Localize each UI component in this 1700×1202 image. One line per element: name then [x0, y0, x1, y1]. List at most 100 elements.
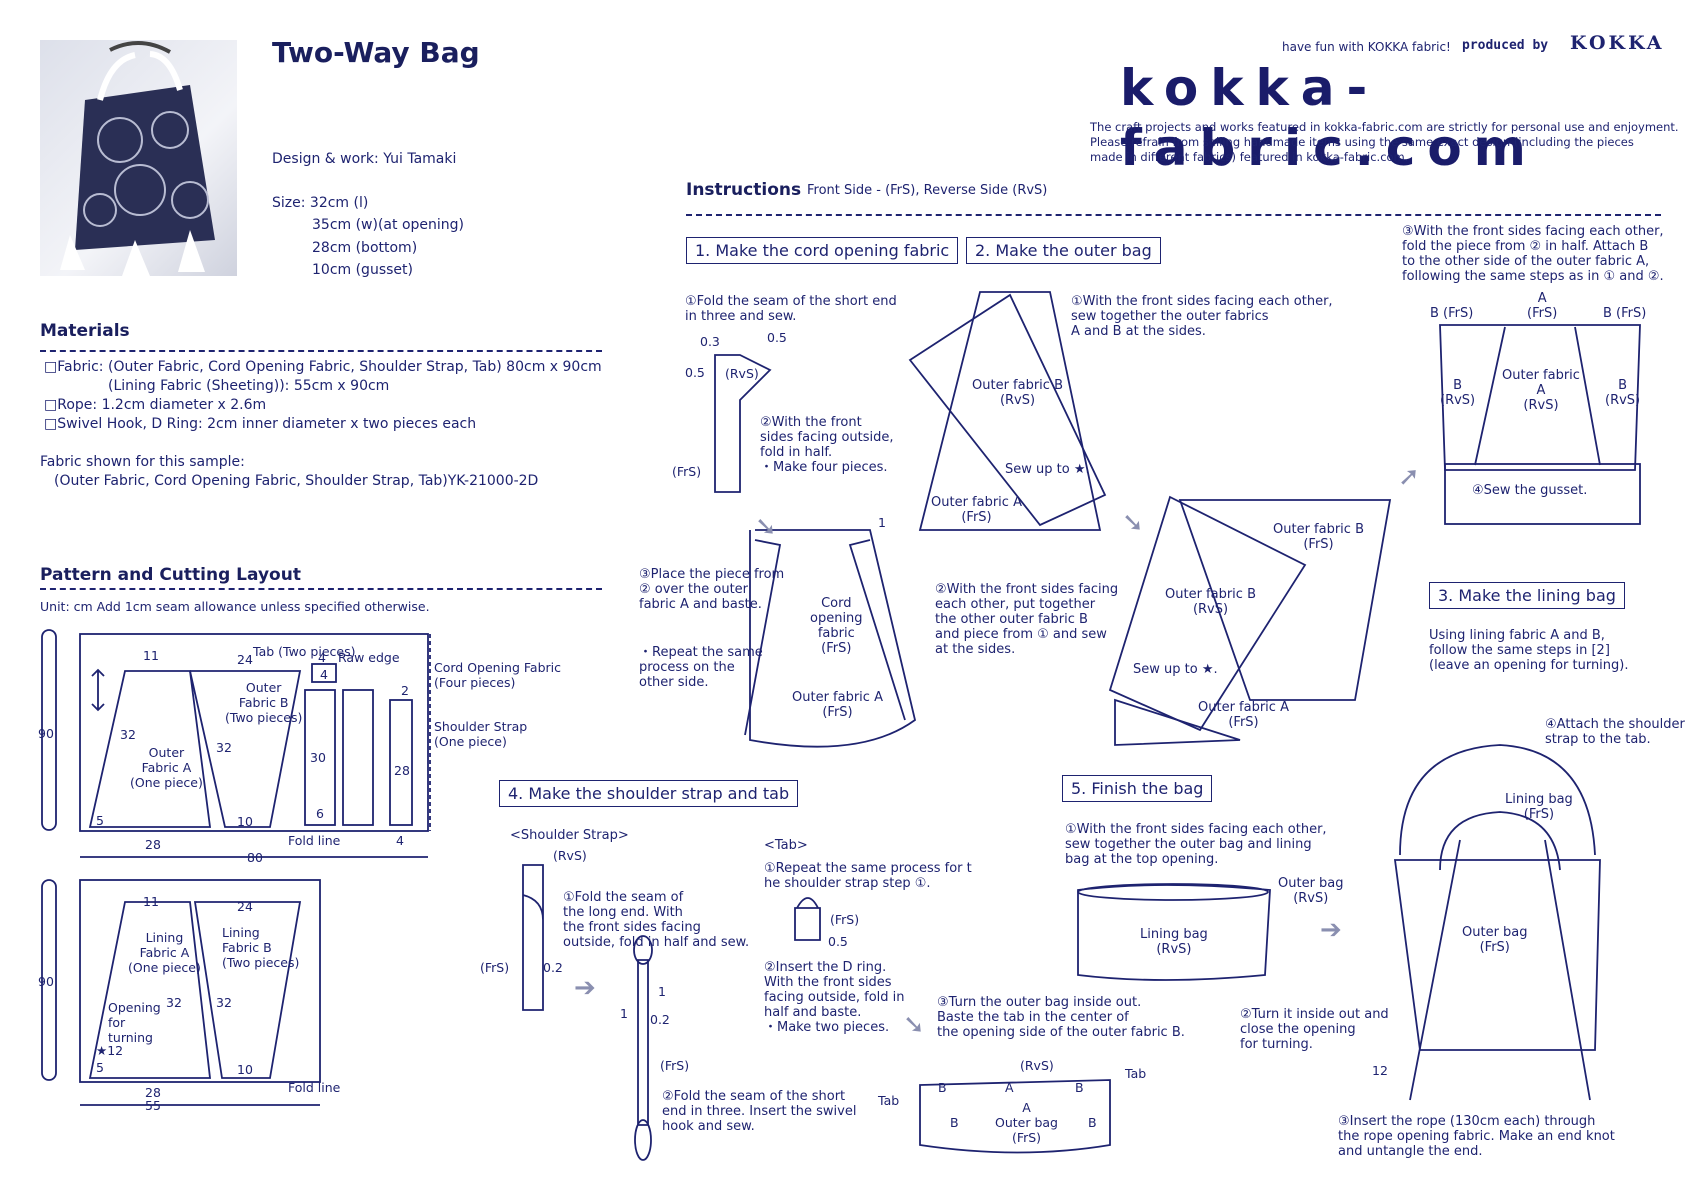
material-item: (Lining Fabric (Sheeting)): 55cm x 90cm	[108, 378, 390, 394]
fold-line-label: Fold line	[288, 1080, 341, 1095]
piece-label: Lining Fabric B (Two pieces)	[222, 925, 300, 970]
brand-name: KOKKA	[1570, 32, 1665, 54]
dim-label: 32	[120, 727, 136, 742]
dim-label: 32	[166, 995, 182, 1010]
step-text: ③Place the piece from ② over the outer f…	[639, 567, 785, 612]
dim-label: 24	[237, 652, 253, 667]
divider	[40, 588, 602, 590]
step-text: ③Turn the outer bag inside out. Baste th…	[937, 995, 1185, 1040]
piece-label: B (FrS)	[1603, 306, 1647, 321]
disclaimer: The craft projects and works featured in…	[1090, 120, 1679, 164]
step-text: ①Repeat the same process for t he should…	[764, 861, 972, 891]
divider	[686, 214, 1661, 216]
arrow-icon: ➘	[755, 512, 777, 542]
instructions-legend: Front Side - (FrS), Reverse Side (RvS)	[807, 183, 1048, 198]
step-text: ②With the front sides facing each other,…	[935, 582, 1119, 657]
step-text: ②Turn it inside out and close the openin…	[1240, 1007, 1389, 1052]
dim-label: 32	[216, 740, 232, 755]
piece-label: B	[1088, 1115, 1097, 1130]
site-logo[interactable]: kokka-fabric.com	[1120, 59, 1538, 177]
piece-label: Outer fabric A (FrS)	[792, 690, 883, 720]
dim-label: 10	[237, 1062, 253, 1077]
piece-label: Outer fabric A (RvS)	[1502, 368, 1580, 413]
piece-label: Raw edge	[338, 650, 400, 665]
step-text: ①Fold the seam of the long end. With the…	[563, 890, 750, 950]
step4-title: 4. Make the shoulder strap and tab	[499, 780, 799, 807]
piece-label: Outer Fabric A (One piece)	[130, 745, 203, 790]
pattern-heading: Pattern and Cutting Layout	[40, 565, 301, 585]
arrow-icon: ➔	[1320, 915, 1342, 945]
divider	[40, 350, 602, 352]
dim-label: 2	[401, 683, 409, 698]
side-label: (FrS)	[830, 912, 860, 927]
bag-illustration	[60, 40, 215, 276]
piece-label: Outer fabric B (RvS)	[1165, 587, 1256, 617]
step-text: ①With the front sides facing each other,…	[1065, 822, 1327, 867]
subheading: <Tab>	[764, 838, 808, 853]
dim-label: 28	[145, 837, 161, 852]
dim-label: 10	[237, 814, 253, 829]
dim-label: 1	[620, 1006, 628, 1021]
step-text: ③With the front sides facing each other,…	[1402, 224, 1664, 284]
page-title: Two-Way Bag	[272, 36, 480, 69]
piece-label: Outer Fabric B (Two pieces)	[225, 680, 303, 725]
step-text: Using lining fabric A and B, follow the …	[1429, 628, 1629, 673]
step-text: ・Repeat the same process on the other si…	[639, 645, 763, 690]
step-text: ③Insert the rope (130cm each) through th…	[1338, 1114, 1615, 1159]
dim-label: 0.2	[650, 1012, 670, 1027]
dim-label: 1	[658, 984, 666, 999]
step-text: ①With the front sides facing each other,…	[1071, 294, 1333, 339]
piece-label: Outer fabric A (FrS)	[1198, 700, 1289, 730]
piece-label: B	[938, 1080, 947, 1095]
piece-label: Lining Fabric A (One piece)	[128, 930, 201, 975]
piece-label: Cord Opening Fabric (Four pieces)	[434, 660, 562, 690]
piece-label: Shoulder Strap (One piece)	[434, 719, 528, 749]
step3-title: 3. Make the lining bag	[1429, 582, 1625, 609]
sample-value: (Outer Fabric, Cord Opening Fabric, Shou…	[54, 473, 539, 489]
material-item: □Rope: 1.2cm diameter x 2.6m	[44, 397, 267, 413]
dim-label: 6	[316, 806, 324, 821]
arrow-icon: ➘	[903, 1010, 925, 1040]
side-label: (FrS)	[660, 1058, 690, 1073]
tagline: have fun with KOKKA fabric!	[1282, 40, 1451, 54]
step5-title: 5. Finish the bag	[1062, 775, 1213, 802]
dim-label: 0.5	[828, 934, 848, 949]
step-text: ②With the front sides facing outside, fo…	[760, 415, 894, 475]
dim-label: 24	[237, 899, 253, 914]
dim-label: 4	[320, 667, 328, 682]
size-line: 35cm (w)(at opening)	[312, 217, 465, 233]
materials-heading: Materials	[40, 321, 130, 341]
piece-label: Sew up to ★.	[1005, 462, 1090, 477]
dim-label: 11	[143, 648, 159, 663]
piece-label: A	[1005, 1080, 1014, 1095]
step1-title: 1. Make the cord opening fabric	[686, 237, 959, 264]
subheading: <Shoulder Strap>	[510, 828, 629, 843]
piece-label: B (RvS)	[1440, 378, 1476, 408]
dim-label: 0.3	[700, 334, 720, 349]
dim-label: 12	[1372, 1063, 1388, 1078]
dim-label: 1	[878, 515, 886, 530]
material-item: □Fabric: (Outer Fabric, Cord Opening Fab…	[44, 359, 602, 375]
step-text: ②Insert the D ring. With the front sides…	[764, 960, 905, 1035]
side-label: (FrS)	[672, 464, 702, 479]
size-line: Size: 32cm (l)	[272, 195, 369, 211]
piece-label: Sew up to ★.	[1133, 662, 1218, 677]
dim-label: 0.2	[543, 960, 563, 975]
dim-label: 4	[318, 650, 326, 665]
piece-label: B (FrS)	[1430, 306, 1474, 321]
dim-label: 5	[96, 813, 104, 828]
dim-label: 11	[143, 894, 159, 909]
piece-label: Outer fabric B (FrS)	[1273, 522, 1364, 552]
arrow-icon: ➚	[1398, 462, 1420, 492]
bag-photo	[40, 40, 237, 276]
piece-label: B (RvS)	[1605, 378, 1641, 408]
size-line: 10cm (gusset)	[312, 262, 413, 278]
piece-label: Outer bag (FrS)	[1462, 925, 1528, 955]
fold-line-label: Fold line	[288, 833, 341, 848]
dim-label: 28	[394, 763, 410, 778]
piece-label: Outer fabric B (RvS)	[972, 378, 1063, 408]
instructions-heading: Instructions	[686, 180, 802, 200]
side-label: (RvS)	[1020, 1058, 1054, 1073]
produced-by: produced by	[1462, 38, 1549, 53]
dim-label: 90	[38, 726, 54, 741]
